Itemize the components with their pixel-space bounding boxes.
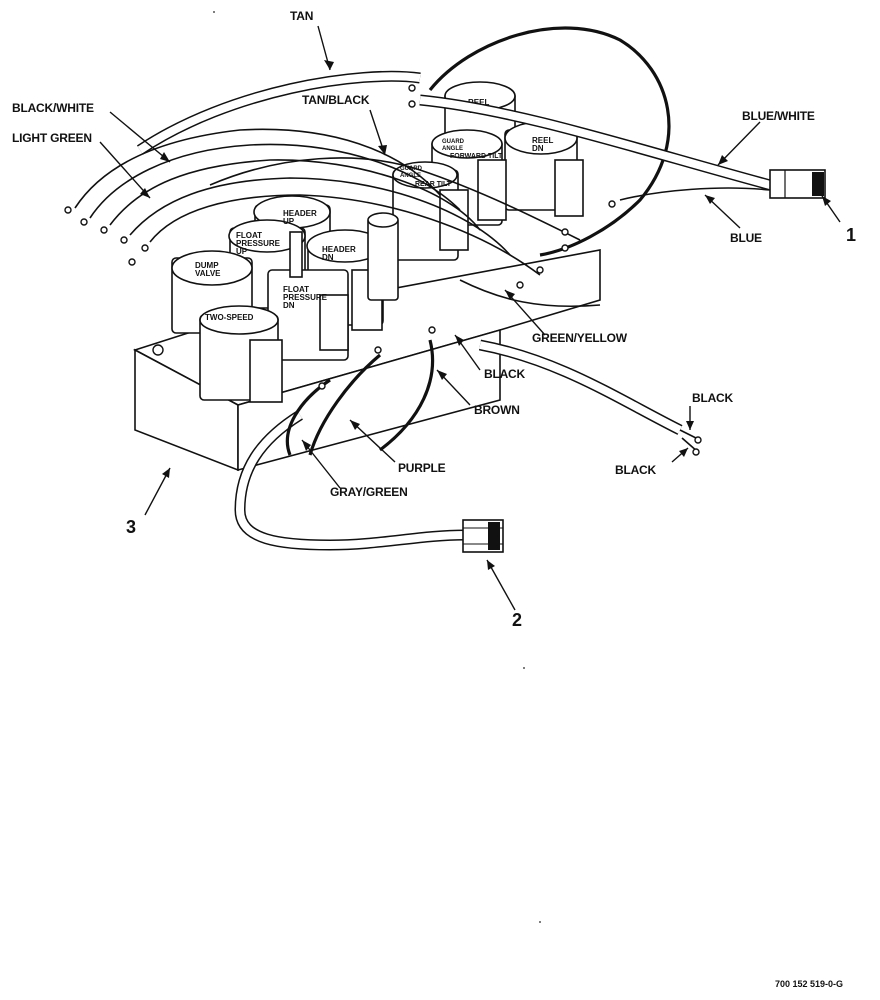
valve-header-dn-line1: HEADER	[322, 245, 356, 254]
label-black-right-upper: BLACK	[692, 391, 734, 405]
valve-guard-rear-line3: REAR TILT	[415, 181, 452, 188]
valve-float-dn-line1: FLOAT	[283, 285, 309, 294]
valve-guard-fwd-line1: GUARD	[442, 139, 465, 145]
callout-2: 2	[512, 610, 522, 630]
valve-reel-dn-line1: REEL	[532, 136, 553, 145]
label-black-white: BLACK/WHITE	[12, 101, 94, 115]
valve-dump-line1: DUMP	[195, 261, 219, 270]
valve-float-up-line2: PRESSURE	[236, 239, 281, 248]
label-blue-white: BLUE/WHITE	[742, 109, 815, 123]
valve-header-dn-line2: DN	[322, 253, 334, 262]
valve-two-speed: TWO-SPEED	[205, 313, 254, 322]
valve-float-up-line1: FLOAT	[236, 231, 262, 240]
valve-header-up-line2: UP	[283, 217, 295, 226]
valve-guard-fwd-line2: ANGLE	[442, 146, 463, 152]
label-brown: BROWN	[474, 403, 520, 417]
valve-guard-fwd-line3: FORWARD TILT	[450, 153, 503, 160]
part-number: 700 152 519-0-G	[775, 979, 843, 989]
valve-float-dn-line3: DN	[283, 301, 295, 310]
valve-labels: REEL UP REEL DN GUARD ANGLE FORWARD TILT…	[195, 98, 553, 322]
connector-2	[462, 519, 504, 553]
label-light-green: LIGHT GREEN	[12, 131, 92, 145]
label-green-yellow: GREEN/YELLOW	[532, 331, 628, 345]
solenoid-two-speed	[199, 305, 283, 403]
label-black-center: BLACK	[484, 367, 526, 381]
label-blue: BLUE	[730, 231, 762, 245]
callout-3: 3	[126, 517, 136, 537]
solenoid-reel-dn	[504, 121, 584, 217]
valve-reel-up-line1: REEL	[468, 98, 489, 107]
connector-1	[769, 169, 826, 199]
leader-arrows	[99, 25, 841, 611]
valve-header-up-line1: HEADER	[283, 209, 317, 218]
callout-1: 1	[846, 225, 856, 245]
label-black-right-lower: BLACK	[615, 463, 657, 477]
label-tan-black: TAN/BLACK	[302, 93, 370, 107]
valve-float-dn-line2: PRESSURE	[283, 293, 328, 302]
valve-reel-dn-line2: DN	[532, 144, 544, 153]
label-purple: PURPLE	[398, 461, 446, 475]
label-tan: TAN	[290, 9, 313, 23]
label-gray-green: GRAY/GREEN	[330, 485, 408, 499]
valve-dump-line2: VALVE	[195, 269, 221, 278]
valve-float-up-line3: UP	[236, 247, 248, 256]
solenoid-float-pressure-dn	[267, 231, 349, 361]
wire-harness	[64, 26, 772, 551]
